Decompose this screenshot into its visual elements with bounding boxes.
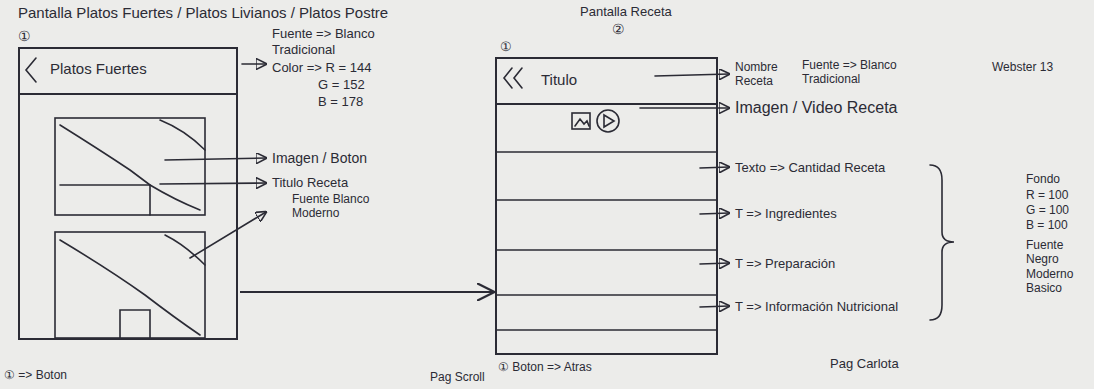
- back-chevron: [504, 68, 512, 88]
- annotation-text: T => Preparación: [735, 256, 835, 272]
- screen-title: Titulo: [541, 71, 577, 88]
- annotation-anchor: Fuente Blanco Moderno: [292, 192, 376, 221]
- image-icon: [572, 113, 590, 129]
- play-button: [597, 110, 619, 132]
- annotation-text: Color => R = 144: [272, 60, 371, 76]
- callout-number: ①: [500, 39, 512, 55]
- curly-brace: [930, 165, 954, 320]
- screen-frame: Titulo: [495, 57, 718, 355]
- annotation-text: Pantalla Platos Fuertes / Platos Liviano…: [18, 4, 388, 22]
- annotation-anchor: T => Ingredientes: [735, 206, 837, 222]
- annotation-text: Imagen / Video Receta: [735, 98, 897, 117]
- annotation-anchor: ②: [612, 21, 625, 38]
- annotation-text: Nombre Receta: [735, 60, 795, 89]
- leader-line: [700, 167, 729, 168]
- annotation-anchor: G = 100: [1026, 203, 1069, 217]
- callout-number: ②: [612, 21, 625, 38]
- annotation-anchor: B = 178: [318, 94, 363, 110]
- leader-line: [640, 107, 729, 109]
- annotation-anchor: Titulo Receta: [272, 175, 348, 191]
- annotation-anchor: Fuente Negro Moderno Basico: [1026, 238, 1086, 296]
- screen-frame: Platos Fuertes: [18, 47, 238, 340]
- annotation-anchor: R = 100: [1026, 188, 1068, 202]
- annotation-text: B = 100: [1026, 218, 1068, 232]
- leader-line: [242, 63, 266, 65]
- image-curve: [160, 120, 205, 150]
- annotation-text: T => Información Nutricional: [735, 299, 898, 315]
- annotation-text: Titulo Receta: [272, 175, 348, 191]
- annotation-text: Fuente => Blanco Tradicional: [272, 26, 390, 57]
- image-inner-box: [60, 185, 150, 215]
- annotation-text: T => Ingredientes: [735, 206, 837, 222]
- annotation-anchor: ①: [500, 39, 512, 55]
- annotation-anchor: G = 152: [318, 77, 365, 93]
- annotation-anchor: Pag Scroll: [430, 370, 485, 384]
- section-line: [497, 294, 716, 296]
- annotation-anchor: ① Boton => Atras: [498, 360, 592, 374]
- play-triangle: [604, 115, 614, 127]
- annotation-text: Fondo: [1026, 172, 1060, 186]
- leader-line: [165, 158, 266, 160]
- image-diagonal: [60, 125, 200, 210]
- annotation-text: Webster 13: [992, 60, 1053, 74]
- section-line: [497, 249, 716, 251]
- annotation-anchor: Webster 13: [992, 60, 1053, 74]
- annotation-text: Fuente Blanco Moderno: [292, 192, 376, 221]
- annotation-text: G = 100: [1026, 203, 1069, 217]
- leader-line: [190, 212, 266, 258]
- leader-line: [700, 263, 729, 264]
- section-line: [497, 199, 716, 201]
- annotation-anchor: B = 100: [1026, 218, 1068, 232]
- image-curve: [165, 235, 205, 265]
- annotation-text: Texto => Cantidad Receta: [735, 160, 885, 176]
- flow-arrow: [240, 291, 493, 293]
- annotation-anchor: Pantalla Platos Fuertes / Platos Liviano…: [18, 4, 388, 22]
- annotation-text: Pag Scroll: [430, 370, 485, 384]
- annotation-text: Imagen / Boton: [272, 150, 367, 167]
- annotation-anchor: Texto => Cantidad Receta: [735, 160, 885, 176]
- callout-number: ①: [18, 28, 31, 45]
- back-chevron: [514, 68, 522, 88]
- section-line: [497, 329, 716, 331]
- annotation-text: Pag Carlota: [830, 356, 899, 372]
- image-placeholder: [55, 118, 205, 215]
- annotation-anchor: Color => R = 144: [272, 60, 371, 76]
- screen-title: Platos Fuertes: [50, 60, 147, 77]
- annotation-anchor: Fuente => Blanco Tradicional: [272, 26, 390, 57]
- annotation-anchor: Fondo: [1026, 172, 1060, 186]
- annotation-text: G = 152: [318, 77, 365, 93]
- annotation-anchor: ① => Boton: [4, 368, 67, 382]
- leader-line: [160, 183, 266, 184]
- annotation-anchor: Imagen / Video Receta: [735, 98, 897, 117]
- annotation-text: B = 178: [318, 94, 363, 110]
- header-bar: Titulo: [497, 59, 716, 105]
- annotation-anchor: Nombre Receta: [735, 60, 795, 89]
- annotation-text: Fuente => Blanco Tradicional: [802, 58, 926, 87]
- annotation-anchor: Fuente => Blanco Tradicional: [802, 58, 926, 87]
- annotation-anchor: Pag Carlota: [830, 356, 899, 372]
- annotation-anchor: T => Preparación: [735, 256, 835, 272]
- header-bar: Platos Fuertes: [20, 49, 236, 95]
- image-placeholder: [55, 232, 205, 338]
- image-icon-mountain: [575, 119, 589, 126]
- image-inner-box: [120, 310, 150, 338]
- annotation-text: Pantalla Receta: [580, 4, 672, 20]
- annotation-text: R = 100: [1026, 188, 1068, 202]
- image-diagonal: [60, 240, 200, 335]
- annotation-anchor: T => Información Nutricional: [735, 299, 898, 315]
- annotation-text: Fuente Negro Moderno Basico: [1026, 238, 1086, 296]
- annotation-anchor: Imagen / Boton: [272, 150, 367, 167]
- annotation-text: ① => Boton: [4, 368, 67, 382]
- leader-line: [700, 306, 729, 307]
- annotation-anchor: Pantalla Receta: [580, 4, 672, 20]
- back-chevron: [26, 58, 36, 82]
- annotation-text: ① Boton => Atras: [498, 360, 592, 374]
- leader-line: [700, 213, 729, 214]
- annotation-anchor: ①: [18, 28, 31, 45]
- section-line: [497, 151, 716, 153]
